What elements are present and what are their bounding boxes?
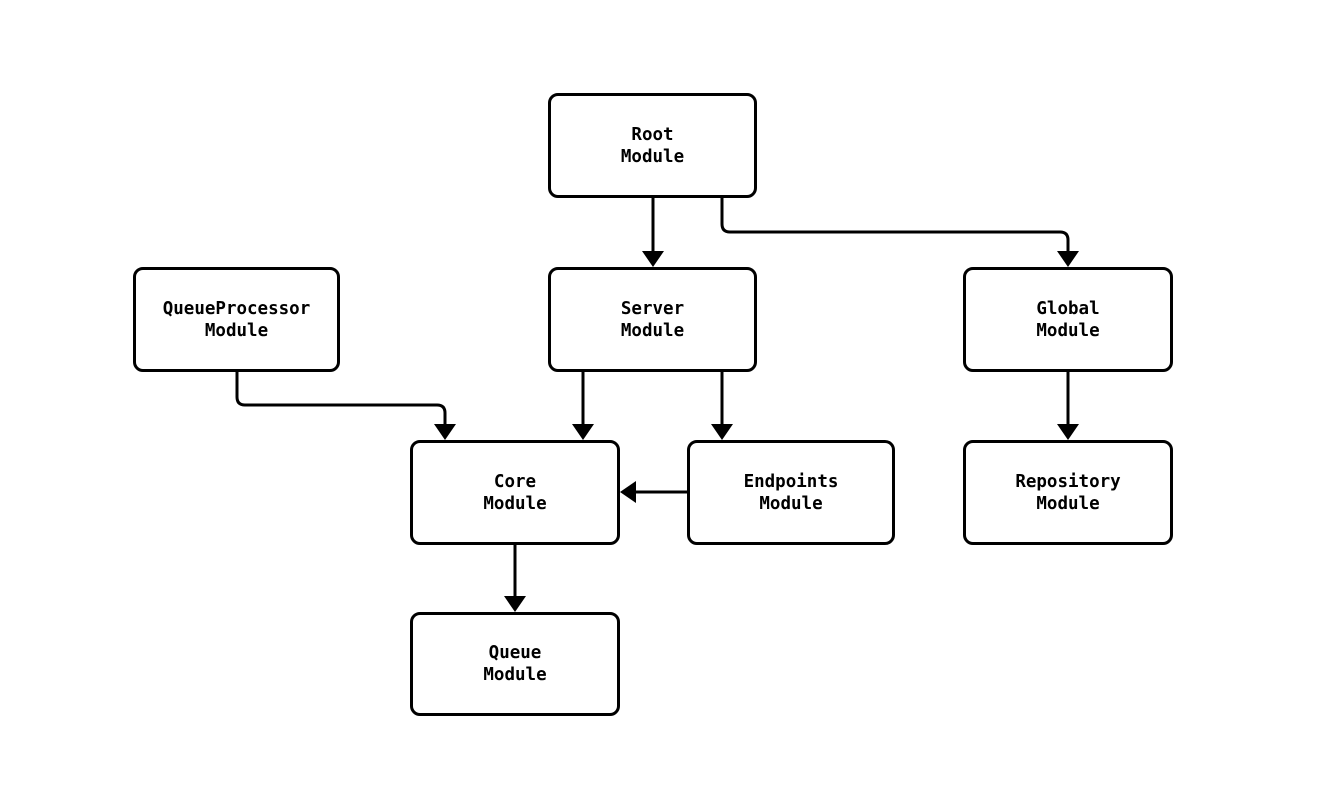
node-server-module: Server Module [548, 267, 757, 372]
node-endpoints-module-label-line2: Module [759, 493, 823, 514]
node-queue-module: Queue Module [410, 612, 620, 716]
node-root-module: Root Module [548, 93, 757, 198]
node-core-module-label-line1: Core [493, 471, 537, 492]
node-global-module-label-line1: Global [1036, 298, 1100, 319]
node-queueprocessor-module-label-line1: QueueProcessor [162, 298, 311, 319]
node-server-module-label-line1: Server [620, 298, 685, 319]
node-global-module: Global Module [963, 267, 1173, 372]
node-queueprocessor-module: QueueProcessor Module [133, 267, 340, 372]
node-repository-module-label-line2: Module [1036, 493, 1100, 514]
node-queue-module-label-line2: Module [483, 665, 547, 685]
edge-root-to-global [720, 198, 1079, 267]
node-root-module-label-line1: Root [631, 124, 674, 145]
arrowhead-root-to-server [642, 251, 664, 267]
node-global-module-label-line2: Module [1036, 320, 1100, 341]
node-repository-module: Repository Module [963, 440, 1173, 545]
node-server-module-label-line2: Module [620, 320, 685, 341]
edge-global-to-repository [1057, 372, 1079, 440]
edge-queueprocessor-to-core [235, 372, 456, 440]
edge-endpoints-to-core [620, 481, 687, 503]
edge-core-to-queue [504, 545, 526, 612]
arrowhead-server-to-core [572, 424, 594, 440]
node-endpoints-module-label-line1: Endpoints [743, 471, 839, 492]
edge-server-to-endpoints [711, 372, 733, 440]
arrowhead-global-to-repository [1057, 424, 1079, 440]
arrowhead-core-to-queue [504, 596, 526, 612]
arrowhead-server-to-endpoints [711, 424, 733, 440]
arrowhead-endpoints-to-core [620, 481, 636, 503]
node-queue-module-label-line1: Queue [488, 643, 542, 663]
node-root-module-label-line2: Module [620, 146, 685, 167]
edge-server-to-core [572, 372, 594, 440]
node-queueprocessor-module-label-line2: Module [204, 320, 269, 341]
arrowhead-root-to-global [1057, 251, 1079, 267]
edge-root-to-server [642, 198, 664, 267]
node-core-module-label-line2: Module [483, 493, 547, 514]
node-repository-module-label-line1: Repository [1015, 471, 1121, 492]
arrowhead-queueprocessor-to-core [434, 424, 456, 440]
node-endpoints-module: Endpoints Module [687, 440, 895, 545]
node-core-module: Core Module [410, 440, 620, 545]
